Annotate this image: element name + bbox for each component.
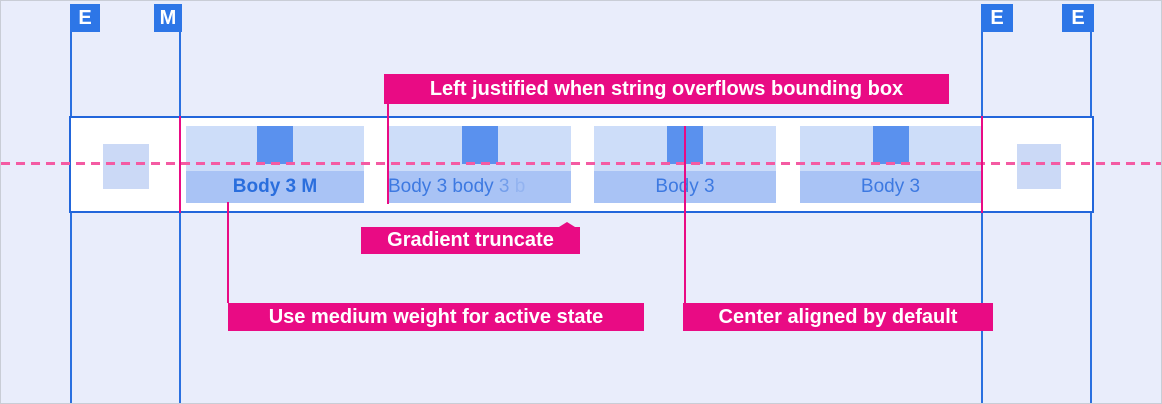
tab-label: Body 3 bbox=[860, 176, 921, 197]
measure-line-tabs-end bbox=[981, 116, 983, 213]
callout-line-center-aligned bbox=[684, 126, 686, 303]
pointer-up-icon bbox=[559, 222, 575, 227]
annotation-gradient-truncate-text: Gradient truncate bbox=[387, 229, 554, 251]
tab-icon-placeholder bbox=[257, 126, 293, 164]
tab-label: Body 3 body 3 b bbox=[388, 171, 571, 203]
guide-line-margin-right bbox=[981, 32, 983, 403]
tab-label: Body 3 M bbox=[232, 176, 318, 197]
annotation-left-justified: Left justified when string overflows bou… bbox=[384, 74, 949, 104]
right-margin-square bbox=[1017, 144, 1061, 189]
tab-icon-placeholder bbox=[461, 126, 498, 164]
callout-line-medium-weight bbox=[227, 202, 229, 303]
tab-icon-placeholder bbox=[872, 126, 909, 164]
guide-line-margin-left bbox=[179, 32, 181, 403]
spacing-marker-e-inner: E bbox=[981, 4, 1013, 32]
tab-label-area bbox=[388, 171, 571, 203]
measure-line-tabs-start bbox=[179, 116, 181, 213]
tab-label-fade-end: b bbox=[514, 176, 526, 197]
spacing-marker-e-left: E bbox=[70, 4, 100, 32]
tab-label-area bbox=[800, 171, 981, 203]
tab-label-fade: 3 bbox=[498, 176, 515, 197]
left-margin-square bbox=[103, 144, 149, 189]
baseline-dashed-line bbox=[1, 162, 1161, 165]
spacing-marker-e-right: E bbox=[1062, 4, 1094, 32]
annotation-medium-weight: Use medium weight for active state bbox=[228, 303, 644, 331]
tab-label: Body 3 bbox=[655, 176, 715, 197]
tab-label-area bbox=[186, 171, 364, 203]
annotation-gradient-truncate: Gradient truncate bbox=[361, 222, 580, 254]
annotation-center-aligned: Center aligned by default bbox=[683, 303, 993, 331]
guide-line-edge-left bbox=[70, 32, 72, 403]
spacing-marker-m: M bbox=[154, 4, 182, 32]
callout-line-left-justified bbox=[387, 104, 389, 204]
guide-line-edge-right bbox=[1090, 32, 1092, 403]
tab-label-full: Body 3 body bbox=[388, 176, 499, 197]
